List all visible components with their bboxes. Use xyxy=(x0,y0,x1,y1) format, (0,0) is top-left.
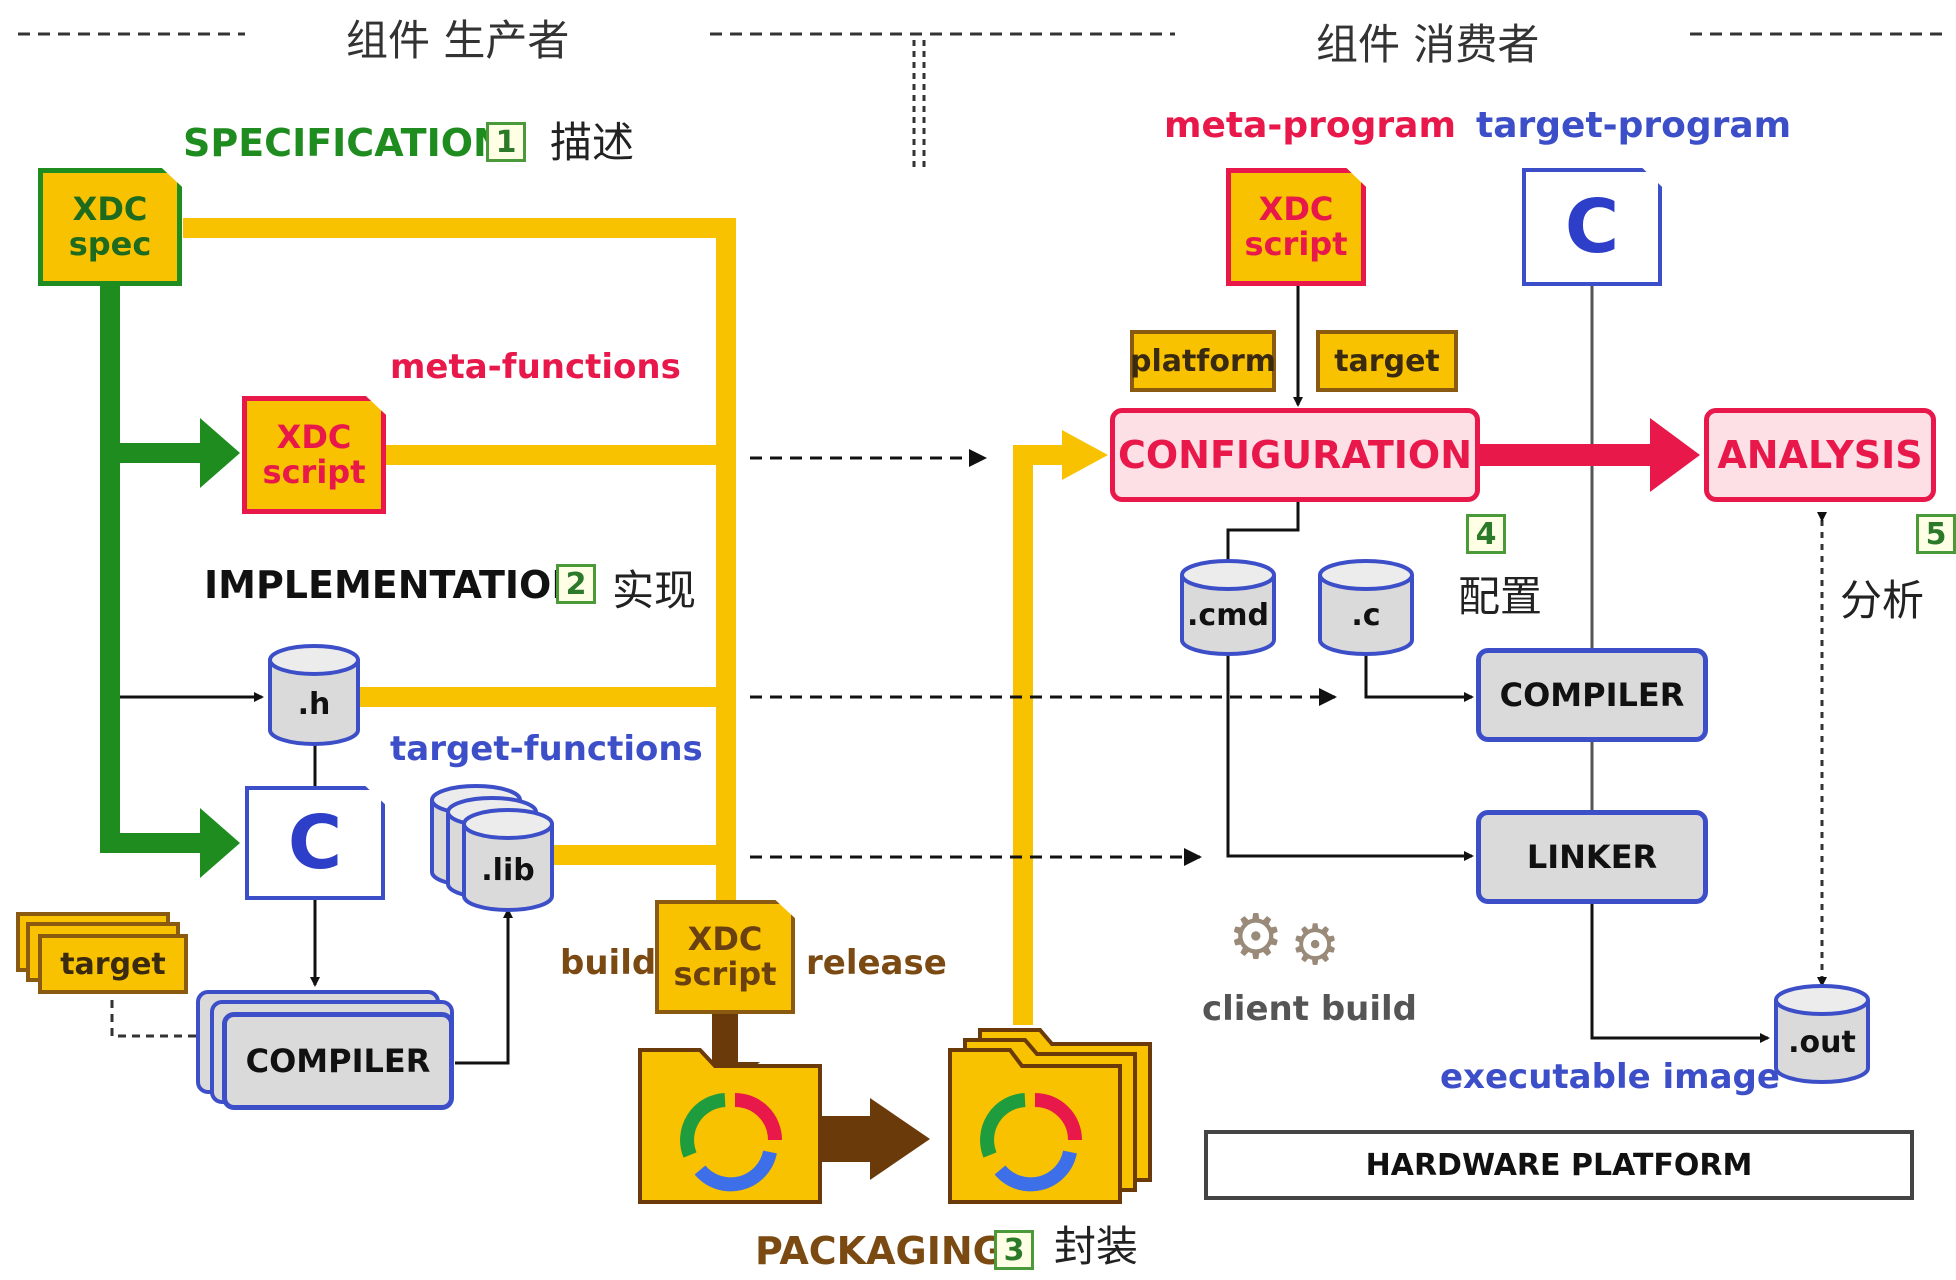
yellow-producer-bus xyxy=(183,218,736,905)
red-config-analysis-flow xyxy=(1478,418,1700,492)
meta-functions-label: meta-functions xyxy=(390,347,681,387)
c-small-file-label: .c xyxy=(1351,598,1381,633)
c-cylinder xyxy=(1318,559,1414,656)
step-number-2: 2 xyxy=(556,564,596,604)
target-to-compiler xyxy=(110,1000,200,1038)
step-number-1: 1 xyxy=(486,122,526,162)
build-xdc-script-doc: XDC script xyxy=(655,900,795,1014)
specification-label: SPECIFICATION xyxy=(183,121,505,165)
dashed-cross-arrows xyxy=(750,449,1337,866)
consumer-xdc-script-line2: script xyxy=(1244,225,1348,263)
producer-target-tag: target xyxy=(38,934,188,994)
producer-xdc-script-line2: script xyxy=(262,453,366,491)
consumer-compiler-box: COMPILER xyxy=(1476,648,1708,742)
producer-compiler-box: COMPILER xyxy=(222,1012,454,1110)
out-file-label: .out xyxy=(1788,1025,1856,1060)
package-cycle-icon-2 xyxy=(980,1093,1082,1192)
h-cylinder xyxy=(268,644,360,746)
platform-tag: platform xyxy=(1130,330,1276,392)
step-number-4: 4 xyxy=(1466,514,1506,554)
h-file-label: .h xyxy=(297,687,331,722)
build-label: build xyxy=(560,943,657,983)
build-xdc-script-line1: XDC xyxy=(687,919,763,958)
configuration-box: CONFIGURATION xyxy=(1110,408,1480,502)
producer-c-file-label: C xyxy=(287,800,343,886)
green-spec-flow xyxy=(100,280,240,878)
out-cylinder xyxy=(1774,984,1870,1084)
producer-header: 组件 生产者 xyxy=(346,16,570,65)
implementation-label: IMPLEMENTATION xyxy=(204,563,584,607)
step-number-3: 3 xyxy=(994,1230,1034,1270)
cmd-cylinder xyxy=(1180,559,1276,656)
configuration-cn: 配置 xyxy=(1458,572,1543,621)
xdc-spec-line2: spec xyxy=(68,225,152,263)
yellow-release-flow xyxy=(1013,430,1108,1025)
step-number-5: 5 xyxy=(1916,514,1956,554)
release-label: release xyxy=(806,943,947,983)
consumer-xdc-script-doc: XDC script xyxy=(1226,168,1366,286)
producer-xdc-script-line1: XDC xyxy=(276,417,352,456)
xdc-spec-line1: XDC xyxy=(72,189,148,228)
packaging-label: PACKAGING xyxy=(755,1229,1004,1273)
compiler-to-lib xyxy=(455,908,513,1065)
meta-program-label: meta-program xyxy=(1164,105,1456,146)
config-to-files xyxy=(1226,500,1300,562)
specification-cn: 描述 xyxy=(550,118,635,167)
gear-icon-small: ⚙ xyxy=(1290,913,1341,978)
client-build-label: client build xyxy=(1202,989,1418,1029)
c-file-to-compiler xyxy=(1364,648,1474,702)
linker-to-out xyxy=(1590,902,1770,1043)
consumer-header: 组件 消费者 xyxy=(1316,20,1540,69)
consumer-c-file-label: C xyxy=(1564,184,1620,270)
linker-box: LINKER xyxy=(1476,810,1708,904)
hardware-platform-box: HARDWARE PLATFORM xyxy=(1204,1130,1914,1200)
producer-c-file-doc: C xyxy=(245,786,385,900)
target-program-label: target-program xyxy=(1476,105,1792,146)
cmd-file-label: .cmd xyxy=(1187,598,1269,633)
packaging-cn: 封装 xyxy=(1054,1222,1139,1271)
consumer-xdc-script-line1: XDC xyxy=(1258,189,1334,228)
package-folder-stack-2 xyxy=(948,1028,1152,1204)
package-folder-1 xyxy=(638,1048,822,1204)
build-xdc-script-line2: script xyxy=(673,955,777,993)
lib-file-label: .lib xyxy=(481,853,535,888)
consumer-c-file-doc: C xyxy=(1522,168,1662,286)
analysis-box: ANALYSIS xyxy=(1704,408,1936,502)
target-functions-label: target-functions xyxy=(390,729,703,769)
producer-xdc-script-doc: XDC script xyxy=(242,396,386,514)
gear-icon: ⚙ xyxy=(1228,900,1284,973)
xdc-spec-doc: XDC spec xyxy=(38,168,182,286)
analysis-cn: 分析 xyxy=(1840,576,1925,625)
cmd-to-linker xyxy=(1226,648,1474,861)
implementation-cn: 实现 xyxy=(612,566,697,615)
lib-cylinder-stack xyxy=(430,784,554,912)
executable-image-label: executable image xyxy=(1440,1057,1780,1097)
package-cycle-icon-1 xyxy=(680,1093,782,1192)
consumer-target-tag: target xyxy=(1316,330,1458,392)
